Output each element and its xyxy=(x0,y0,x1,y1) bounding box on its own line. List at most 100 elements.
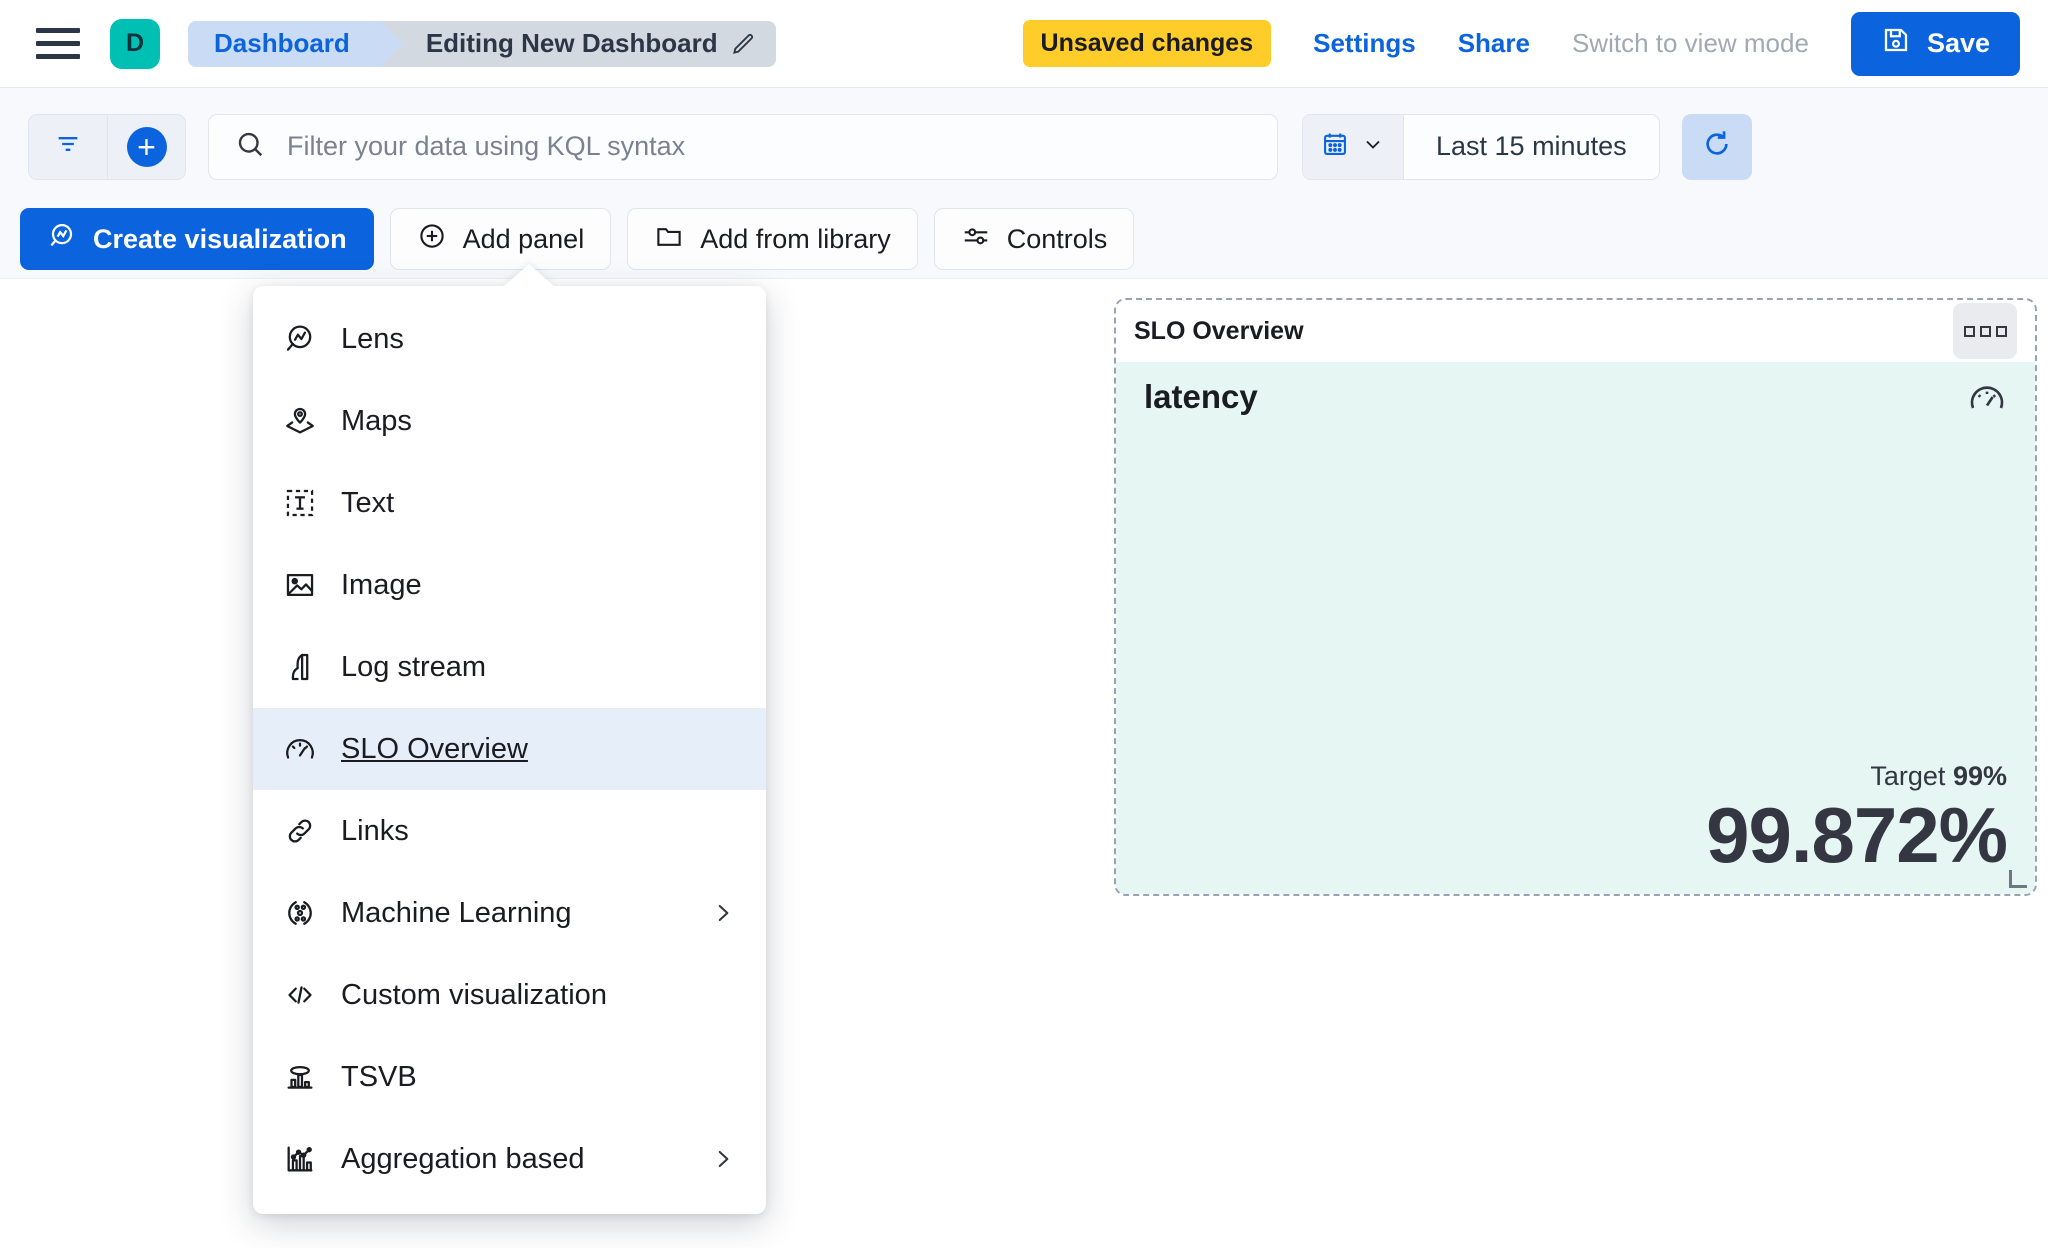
resize-corner-icon[interactable] xyxy=(2009,870,2027,888)
share-link[interactable]: Share xyxy=(1457,28,1530,58)
controls-label: Controls xyxy=(1006,223,1108,254)
gauge-icon xyxy=(1967,378,2007,423)
add-from-library-button[interactable]: Add from library xyxy=(627,208,918,270)
menu-item-image[interactable]: Image xyxy=(253,544,766,626)
add-panel-label: Add panel xyxy=(462,223,585,254)
menu-item-label: TSVB xyxy=(341,1060,417,1093)
controls-button[interactable]: Controls xyxy=(933,208,1135,270)
code-icon xyxy=(283,978,317,1012)
menu-item-label: Lens xyxy=(341,322,404,355)
grid-dots-icon xyxy=(1979,325,1991,337)
breadcrumb: Dashboard Editing New Dashboard xyxy=(188,20,776,67)
grid-dots-icon xyxy=(1995,325,2007,337)
filter-options-button[interactable] xyxy=(29,115,107,179)
panel-header: SLO Overview xyxy=(1116,300,2035,362)
settings-link[interactable]: Settings xyxy=(1313,28,1416,58)
add-filter-button[interactable]: + xyxy=(107,114,185,179)
chevron-down-icon xyxy=(1361,132,1385,161)
menu-item-slo-overview[interactable]: SLO Overview xyxy=(253,708,766,790)
filter-icon xyxy=(54,130,82,163)
panel-context-menu-button[interactable] xyxy=(1953,303,2017,359)
panel-title: SLO Overview xyxy=(1134,316,1304,345)
menu-item-label: Text xyxy=(341,486,395,519)
menu-item-aggregation-based[interactable]: Aggregation based xyxy=(253,1118,766,1200)
menu-item-label: Machine Learning xyxy=(341,896,572,929)
menu-item-tsvb[interactable]: TSVB xyxy=(253,1036,766,1118)
save-disk-icon xyxy=(1881,25,1911,62)
search-input[interactable]: Filter your data using KQL syntax xyxy=(208,113,1278,180)
slo-metric-name: latency xyxy=(1144,378,1258,415)
refresh-icon xyxy=(1701,128,1733,165)
menu-item-links[interactable]: Links xyxy=(253,790,766,872)
link-icon xyxy=(283,814,317,848)
slo-sli-value: 99.872% xyxy=(1706,791,2008,879)
date-range-picker[interactable]: Last 15 minutes xyxy=(1302,113,1660,180)
slo-card-bottom: Target 99% 99.872% xyxy=(1144,761,2008,879)
date-quick-select-button[interactable] xyxy=(1303,114,1404,179)
menu-item-label: SLO Overview xyxy=(341,732,528,765)
chevron-right-icon xyxy=(710,1146,736,1172)
hamburger-menu-icon[interactable] xyxy=(36,26,80,62)
filter-button-group: + xyxy=(28,113,186,180)
plus-circle-outline-icon xyxy=(417,221,447,258)
refresh-button[interactable] xyxy=(1681,113,1752,180)
save-button[interactable]: Save xyxy=(1850,11,2020,76)
menu-item-maps[interactable]: Maps xyxy=(253,380,766,462)
slo-card-top: latency xyxy=(1144,378,2007,423)
date-range-value[interactable]: Last 15 minutes xyxy=(1436,131,1627,161)
dashboard-toolbar: Create visualization Add panel Add from … xyxy=(0,200,2048,278)
dropdown-arrow xyxy=(503,264,555,287)
image-icon xyxy=(283,568,317,602)
lens-icon xyxy=(283,322,317,356)
add-from-library-label: Add from library xyxy=(700,223,891,254)
create-visualization-label: Create visualization xyxy=(93,223,347,254)
machine-learning-icon xyxy=(283,896,317,930)
menu-item-label: Log stream xyxy=(341,650,487,683)
space-avatar[interactable]: D xyxy=(110,18,160,69)
breadcrumb-item-editing[interactable]: Editing New Dashboard xyxy=(379,20,776,67)
slo-target: Target 99% xyxy=(1144,761,2007,792)
menu-item-label: Image xyxy=(341,568,422,601)
menu-item-label: Maps xyxy=(341,404,412,437)
app-header: D Dashboard Editing New Dashboard Unsave… xyxy=(0,0,2048,88)
chevron-right-icon xyxy=(710,900,736,926)
breadcrumb-label: Editing New Dashboard xyxy=(425,28,718,58)
create-visualization-button[interactable]: Create visualization xyxy=(20,208,374,270)
menu-item-custom-visualization[interactable]: Custom visualization xyxy=(253,954,766,1036)
dashboard-panel-slo-overview[interactable]: SLO Overview latency Target 99% xyxy=(1114,298,2037,896)
search-placeholder: Filter your data using KQL syntax xyxy=(287,131,686,161)
slo-card: latency Target 99% 99.872% xyxy=(1116,362,2035,894)
grid-dots-icon xyxy=(1963,325,1975,337)
aggregation-chart-icon xyxy=(283,1142,317,1176)
search-icon xyxy=(235,129,265,164)
switch-to-view-mode-link[interactable]: Switch to view mode xyxy=(1571,28,1809,58)
slo-target-label: Target xyxy=(1870,761,1946,791)
sliders-icon xyxy=(961,221,991,258)
save-button-label: Save xyxy=(1926,28,1990,58)
space-initial: D xyxy=(125,29,145,57)
query-bar: + Filter your data using KQL syntax xyxy=(0,89,2048,204)
menu-item-log-stream[interactable]: Log stream xyxy=(253,626,766,708)
menu-item-machine-learning[interactable]: Machine Learning xyxy=(253,872,766,954)
menu-item-text[interactable]: Text xyxy=(253,462,766,544)
lens-icon xyxy=(47,221,77,258)
header-actions: Unsaved changes Settings Share Switch to… xyxy=(1022,11,2048,76)
breadcrumb-label: Dashboard xyxy=(214,28,350,58)
menu-item-label: Aggregation based xyxy=(341,1142,585,1175)
menu-item-lens[interactable]: Lens xyxy=(253,298,766,380)
log-stream-icon xyxy=(283,650,317,684)
menu-item-label: Links xyxy=(341,814,409,847)
breadcrumb-item-dashboard[interactable]: Dashboard xyxy=(188,20,403,67)
plus-circle-icon: + xyxy=(126,126,167,167)
menu-item-label: Custom visualization xyxy=(341,978,607,1011)
calendar-icon xyxy=(1321,130,1349,163)
gauge-icon xyxy=(283,732,317,766)
add-panel-button[interactable]: Add panel xyxy=(389,208,612,270)
text-box-icon xyxy=(283,486,317,520)
folder-icon xyxy=(654,221,684,258)
pencil-icon[interactable] xyxy=(730,31,756,57)
map-marker-layers-icon xyxy=(283,404,317,438)
tsvb-icon xyxy=(283,1060,317,1094)
status-badge-unsaved: Unsaved changes xyxy=(1022,20,1272,67)
